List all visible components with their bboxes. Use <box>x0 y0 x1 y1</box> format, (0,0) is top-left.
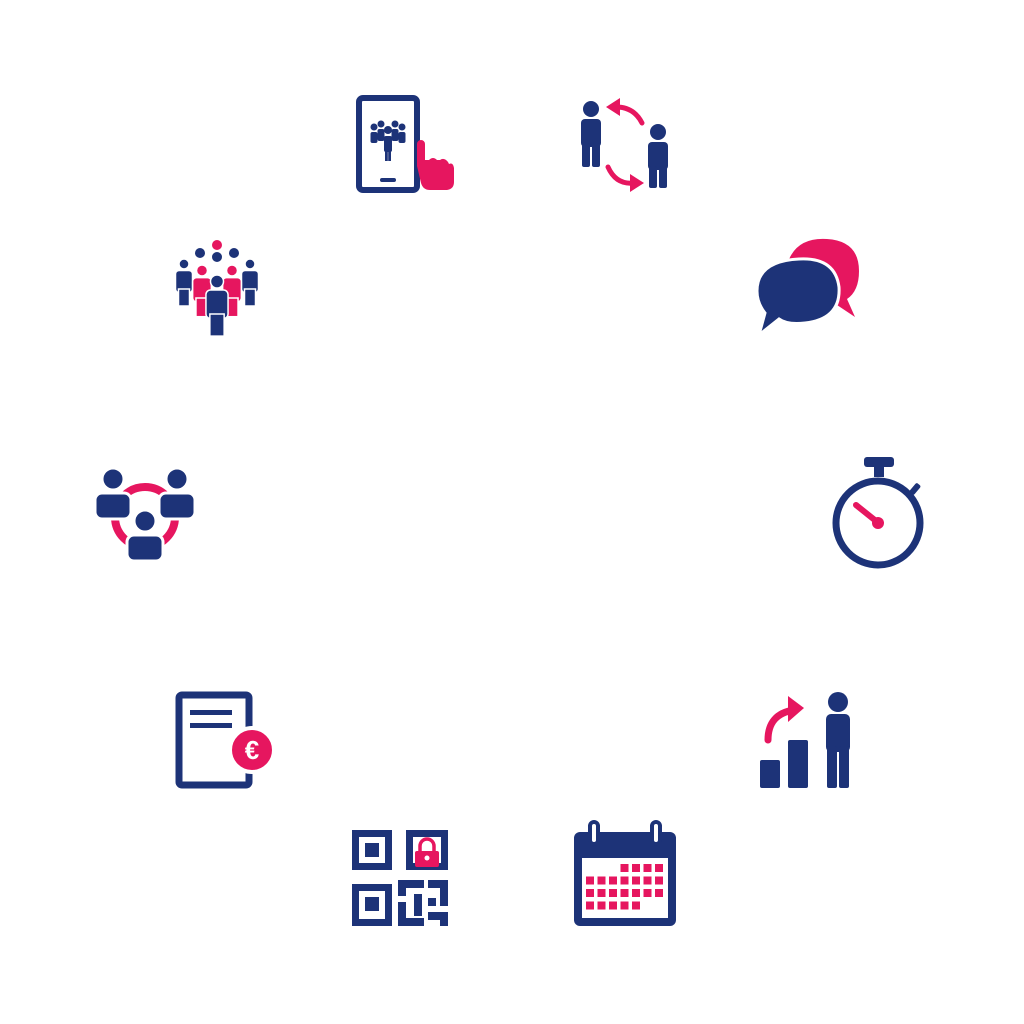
calendar-day-cell <box>620 876 629 885</box>
calendar-day-cell <box>632 889 640 897</box>
crowd-head <box>229 248 239 258</box>
smartphone-touch-group-icon <box>355 94 460 196</box>
calendar-day-cell <box>632 876 640 885</box>
calendar-day-cell <box>620 889 629 897</box>
growth-chart-person-icon <box>758 690 860 790</box>
calendar-day-cell <box>632 901 640 910</box>
people-exchange-icon <box>572 97 677 195</box>
euro-symbol: € <box>245 735 259 765</box>
crowd-head <box>212 252 222 262</box>
calendar-day-cell <box>586 876 594 885</box>
crowd-head <box>212 240 222 250</box>
calendar-day-cell <box>620 864 629 872</box>
calendar-icon <box>570 820 680 930</box>
team-network-icon <box>93 465 199 563</box>
crowd-person <box>205 274 229 337</box>
calendar-day-cell <box>643 889 652 897</box>
calendar-day-cell <box>643 876 652 885</box>
calendar-day-cell <box>609 876 617 885</box>
calendar-day-cell <box>586 901 594 910</box>
calendar-day-cell <box>586 889 594 897</box>
calendar-day-cell <box>655 864 663 872</box>
invoice-euro-icon: € <box>172 690 276 792</box>
calendar-day-cell <box>620 901 629 910</box>
calendar-day-cell <box>597 889 606 897</box>
crowd-head <box>195 248 205 258</box>
calendar-day-cell <box>609 901 617 910</box>
chat-bubbles-icon <box>755 235 863 340</box>
calendar-day-cell <box>609 889 617 897</box>
crowd-icon <box>170 237 264 339</box>
qr-code-lock-icon <box>350 828 450 928</box>
crowd-person <box>240 258 260 307</box>
calendar-day-cell <box>597 876 606 885</box>
crowd-person <box>174 258 194 307</box>
calendar-day-cell <box>643 864 652 872</box>
stopwatch-icon <box>828 455 928 575</box>
calendar-day-cell <box>655 889 663 897</box>
calendar-day-cell <box>632 864 640 872</box>
calendar-day-cell <box>597 901 606 910</box>
calendar-day-cell <box>655 876 663 885</box>
